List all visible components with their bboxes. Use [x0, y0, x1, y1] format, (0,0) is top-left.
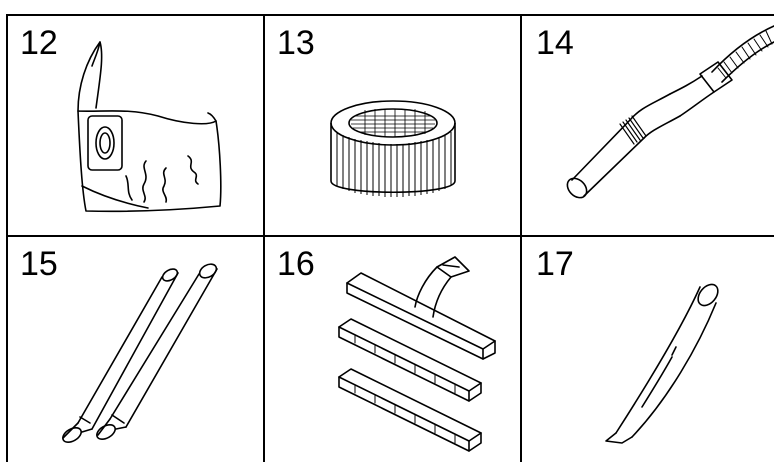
- part-cell-15: 15: [8, 237, 263, 462]
- part-cell-12: 12: [8, 16, 263, 235]
- part-number: 13: [277, 24, 315, 62]
- part-cell-13: 13: [265, 16, 520, 235]
- part-cell-17: 17: [522, 237, 774, 462]
- part-cell-16: 16: [265, 237, 520, 462]
- part-number: 16: [277, 245, 315, 283]
- floor-nozzle-with-strips-icon: [265, 237, 520, 462]
- part-number: 15: [20, 245, 58, 283]
- grid-border-top: [6, 14, 774, 16]
- grid-divider-vertical-2: [520, 14, 522, 462]
- hose-with-handle-icon: [522, 16, 774, 235]
- cartridge-filter-icon: [265, 16, 520, 235]
- extension-tubes-icon: [8, 237, 263, 462]
- dust-bag-icon: [8, 16, 263, 235]
- grid-border-left: [6, 14, 8, 462]
- part-number: 17: [536, 245, 574, 283]
- grid-divider-vertical-1: [263, 14, 265, 462]
- part-cell-14: 14: [522, 16, 774, 235]
- part-number: 12: [20, 24, 58, 62]
- part-number: 14: [536, 24, 574, 62]
- crevice-nozzle-icon: [522, 237, 774, 462]
- grid-divider-horizontal: [6, 235, 774, 237]
